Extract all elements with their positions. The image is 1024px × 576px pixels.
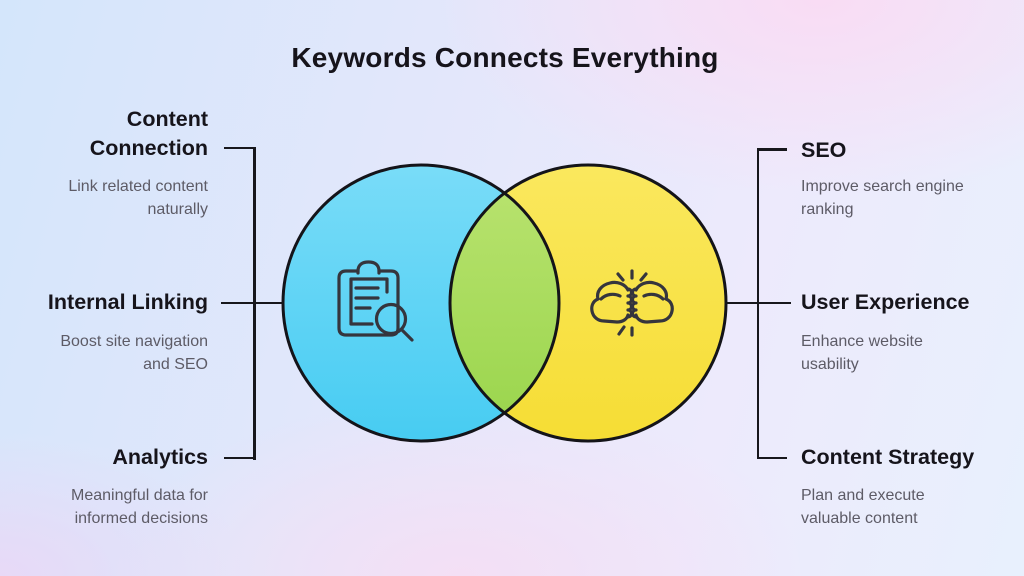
label-content-strategy: Content Strategy bbox=[801, 445, 975, 469]
clipboard-search-icon bbox=[337, 260, 414, 342]
desc-analytics: Meaningful data for informed decisions bbox=[71, 487, 208, 527]
connector-right-middle bbox=[727, 301, 791, 305]
label-analytics: Analytics bbox=[112, 445, 208, 469]
connector-left-middle bbox=[221, 301, 283, 305]
connector-left-bottom bbox=[224, 456, 255, 460]
desc-internal-linking: Boost site navigation and SEO bbox=[60, 333, 208, 373]
desc-content-connection: Link related content naturally bbox=[68, 178, 208, 218]
label-user-experience: User Experience bbox=[801, 290, 970, 314]
desc-content-strategy: Plan and execute valuable content bbox=[801, 487, 925, 527]
desc-user-experience: Enhance website usability bbox=[801, 333, 923, 373]
label-internal-linking: Internal Linking bbox=[47, 290, 208, 314]
connector-left-top bbox=[224, 146, 255, 150]
label-seo: SEO bbox=[801, 138, 847, 162]
fist-bump-icon bbox=[590, 269, 674, 337]
connector-right-top bbox=[756, 148, 787, 151]
page-title: Keywords Connects Everything bbox=[291, 42, 719, 73]
overlap-region bbox=[449, 193, 560, 413]
connector-right-bottom bbox=[756, 456, 787, 460]
desc-seo: Improve search engine ranking bbox=[801, 178, 964, 218]
label-content-connection: Content Connection bbox=[89, 107, 208, 160]
